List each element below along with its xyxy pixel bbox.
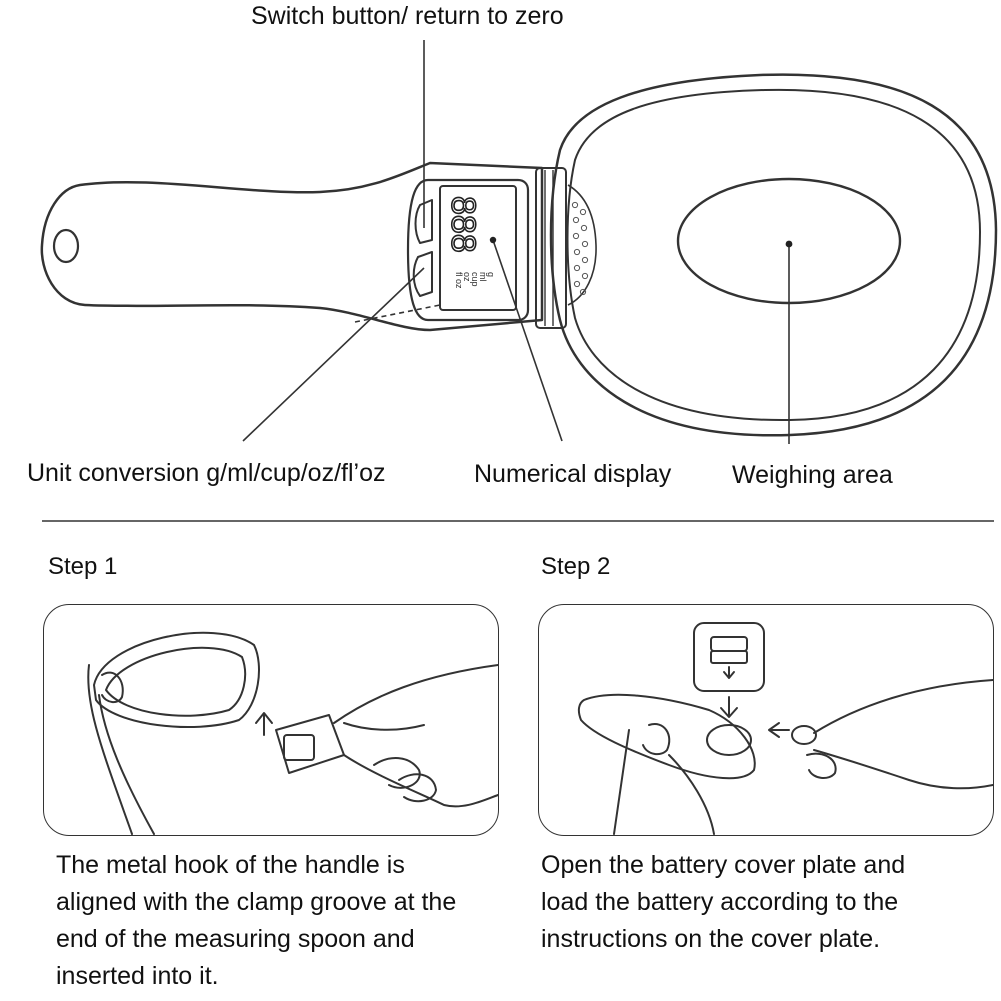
step-1-line: aligned with the clamp groove at the xyxy=(56,888,457,916)
unit-conversion-button xyxy=(412,251,433,297)
lcd-screen xyxy=(439,185,517,311)
step-2-line: load the battery according to the xyxy=(541,888,899,916)
lcd-unit-floz: fl oz xyxy=(454,272,464,289)
unit-conversion-label: Unit conversion g/ml/cup/oz/fl’oz xyxy=(27,459,386,487)
step-1-description: The metal hook of the handle is aligned … xyxy=(56,847,456,995)
step-2-description: Open the battery cover plate and load th… xyxy=(541,847,905,958)
hanging-hole xyxy=(52,228,80,264)
step-2-illustration xyxy=(538,604,994,836)
speaker-holes xyxy=(571,201,589,296)
step-1-line: The metal hook of the handle is xyxy=(56,851,405,879)
lcd-unit-oz: oz xyxy=(462,272,472,282)
step-2-line: instructions on the cover plate. xyxy=(541,925,881,953)
lcd-unit-g: g xyxy=(486,272,496,277)
lcd-unit-cup: cup xyxy=(470,272,480,287)
numerical-display-label: Numerical display xyxy=(474,460,672,488)
spoon-scale-diagram: 888 g ml cup oz fl oz xyxy=(40,40,998,522)
step-2-line: Open the battery cover plate and xyxy=(541,851,906,879)
unit-leader-line xyxy=(242,267,425,442)
step-1-drawing xyxy=(87,631,498,835)
step-1-illustration xyxy=(43,604,499,836)
step-1-line: end of the measuring spoon and xyxy=(56,925,415,953)
weighing-area-label: Weighing area xyxy=(732,461,893,489)
step-2-drawing xyxy=(577,622,993,835)
switch-zero-button xyxy=(414,199,433,244)
step-1-line: inserted into it. xyxy=(56,962,219,990)
spoon-bowl xyxy=(549,73,998,437)
spoon-connector xyxy=(535,167,567,329)
switch-button-label: Switch button/ return to zero xyxy=(251,2,564,30)
lcd-unit-ml: ml xyxy=(478,272,488,282)
display-bezel xyxy=(406,178,530,322)
step-1-title: Step 1 xyxy=(48,553,118,580)
step-2-title: Step 2 xyxy=(541,553,611,580)
display-leader-line xyxy=(492,239,563,442)
lcd-digits: 888 xyxy=(444,196,482,253)
battery-cover-icon xyxy=(693,622,765,692)
scale-handle xyxy=(40,161,544,332)
